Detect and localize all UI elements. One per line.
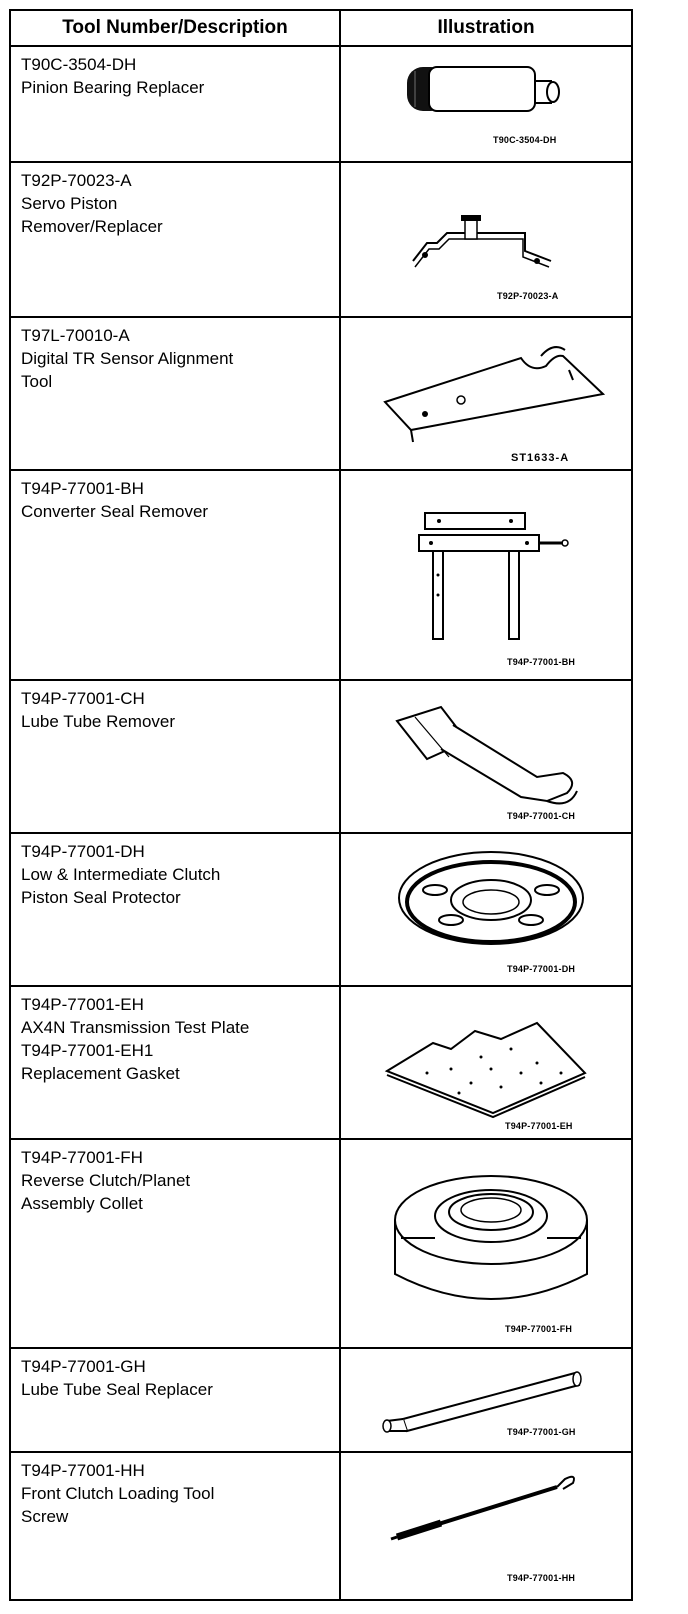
tool-illustration: T94P-77001-FH: [341, 1140, 631, 1347]
tool-illustration: T94P-77001-DH: [341, 834, 631, 985]
tool-name: Lube Tube Remover: [21, 712, 176, 731]
tool-description: T92P-70023-A Servo Piston Remover/Replac…: [11, 163, 341, 316]
piston-seal-protector-drawing: [398, 851, 584, 945]
tool-illustration: T92P-70023-A: [341, 163, 631, 316]
tool-name: Remover/Replacer: [21, 217, 163, 236]
illustration-caption: ST1633-A: [511, 452, 570, 464]
table-row: T94P-77001-HH Front Clutch Loading Tool …: [11, 1453, 631, 1599]
tool-name: Reverse Clutch/Planet: [21, 1171, 191, 1190]
tool-description: T94P-77001-HH Front Clutch Loading Tool …: [11, 1453, 341, 1599]
tool-number: T94P-77001-DH: [21, 842, 145, 861]
tool-number: T90C-3504-DH: [21, 55, 137, 74]
converter-seal-remover-drawing: [418, 512, 569, 640]
tool-illustration: T94P-77001-HH: [341, 1453, 631, 1599]
header-col1-label: Tool Number/Description: [62, 17, 288, 38]
tool-number: T94P-77001-HH: [21, 1461, 145, 1480]
tool-illustration: T94P-77001-GH: [341, 1349, 631, 1451]
tool-number: T94P-77001-BH: [21, 479, 144, 498]
header-tool-number: Tool Number/Description: [11, 11, 341, 45]
tool-number: T94P-77001-EH1: [21, 1041, 154, 1060]
illustration-caption: T90C-3504-DH: [493, 135, 557, 145]
tool-name: Piston Seal Protector: [21, 888, 181, 907]
tool-description: T90C-3504-DH Pinion Bearing Replacer: [11, 47, 341, 161]
tool-number: T92P-70023-A: [21, 171, 132, 190]
tool-description: T94P-77001-DH Low & Intermediate Clutch …: [11, 834, 341, 985]
tool-name: Servo Piston: [21, 194, 118, 213]
tool-name: Lube Tube Seal Replacer: [21, 1380, 213, 1399]
table-row: T92P-70023-A Servo Piston Remover/Replac…: [11, 163, 631, 318]
loading-tool-screw-drawing: [390, 1475, 575, 1541]
tool-name: Replacement Gasket: [21, 1064, 180, 1083]
tool-number: T94P-77001-CH: [21, 689, 145, 708]
illustration-caption: T92P-70023-A: [497, 291, 559, 301]
pinion-bearing-replacer-drawing: [407, 66, 560, 112]
table-row: T94P-77001-EH AX4N Transmission Test Pla…: [11, 987, 631, 1140]
table-row: T94P-77001-CH Lube Tube Remover T94P-770…: [11, 681, 631, 834]
tool-table: Tool Number/Description Illustration T90…: [9, 9, 633, 1601]
table-header: Tool Number/Description Illustration: [11, 11, 631, 47]
tool-number: T94P-77001-FH: [21, 1148, 143, 1167]
tool-number: T94P-77001-EH: [21, 995, 144, 1014]
illustration-caption: T94P-77001-EH: [505, 1121, 573, 1131]
tool-description: T94P-77001-GH Lube Tube Seal Replacer: [11, 1349, 341, 1451]
tool-name: Tool: [21, 372, 53, 391]
tool-illustration: T94P-77001-EH: [341, 987, 631, 1138]
tool-number: T97L-70010-A: [21, 326, 130, 345]
tool-name: Low & Intermediate Clutch: [21, 865, 221, 884]
tool-name: Assembly Collet: [21, 1194, 143, 1213]
tool-name: Screw: [21, 1507, 69, 1526]
tool-name: AX4N Transmission Test Plate: [21, 1018, 250, 1037]
tool-description: T94P-77001-FH Reverse Clutch/Planet Asse…: [11, 1140, 341, 1347]
tool-description: T94P-77001-CH Lube Tube Remover: [11, 681, 341, 832]
tool-illustration: ST1633-A: [341, 318, 631, 469]
header-col2-label: Illustration: [437, 17, 535, 38]
table-row: T90C-3504-DH Pinion Bearing Replacer T90…: [11, 47, 631, 163]
tool-illustration: T90C-3504-DH: [341, 47, 631, 161]
tr-sensor-alignment-tool-drawing: [383, 346, 606, 443]
tool-illustration: T94P-77001-CH: [341, 681, 631, 832]
tool-name: Front Clutch Loading Tool: [21, 1484, 215, 1503]
lube-tube-seal-replacer-drawing: [382, 1371, 582, 1433]
tool-description: T94P-77001-EH AX4N Transmission Test Pla…: [11, 987, 341, 1138]
tool-description: T97L-70010-A Digital TR Sensor Alignment…: [11, 318, 341, 469]
tool-number: T94P-77001-GH: [21, 1357, 146, 1376]
tool-illustration: T94P-77001-BH: [341, 471, 631, 679]
assembly-collet-drawing: [394, 1175, 588, 1300]
table-row: T94P-77001-DH Low & Intermediate Clutch …: [11, 834, 631, 987]
tool-description: T94P-77001-BH Converter Seal Remover: [11, 471, 341, 679]
illustration-caption: T94P-77001-DH: [507, 964, 576, 974]
tool-name: Converter Seal Remover: [21, 502, 209, 521]
test-plate-drawing: [384, 1021, 587, 1119]
illustration-caption: T94P-77001-FH: [505, 1324, 573, 1334]
lube-tube-remover-drawing: [395, 705, 578, 805]
servo-piston-remover-drawing: [412, 215, 552, 268]
illustration-caption: T94P-77001-CH: [507, 811, 576, 821]
table-row: T94P-77001-BH Converter Seal Remover T94…: [11, 471, 631, 681]
illustration-caption: T94P-77001-GH: [507, 1427, 576, 1437]
illustration-caption: T94P-77001-BH: [507, 657, 576, 667]
table-row: T97L-70010-A Digital TR Sensor Alignment…: [11, 318, 631, 471]
tool-name: Digital TR Sensor Alignment: [21, 349, 234, 368]
header-illustration: Illustration: [341, 11, 631, 45]
tool-name: Pinion Bearing Replacer: [21, 78, 205, 97]
illustration-caption: T94P-77001-HH: [507, 1573, 576, 1583]
table-row: T94P-77001-FH Reverse Clutch/Planet Asse…: [11, 1140, 631, 1349]
table-row: T94P-77001-GH Lube Tube Seal Replacer T9…: [11, 1349, 631, 1453]
